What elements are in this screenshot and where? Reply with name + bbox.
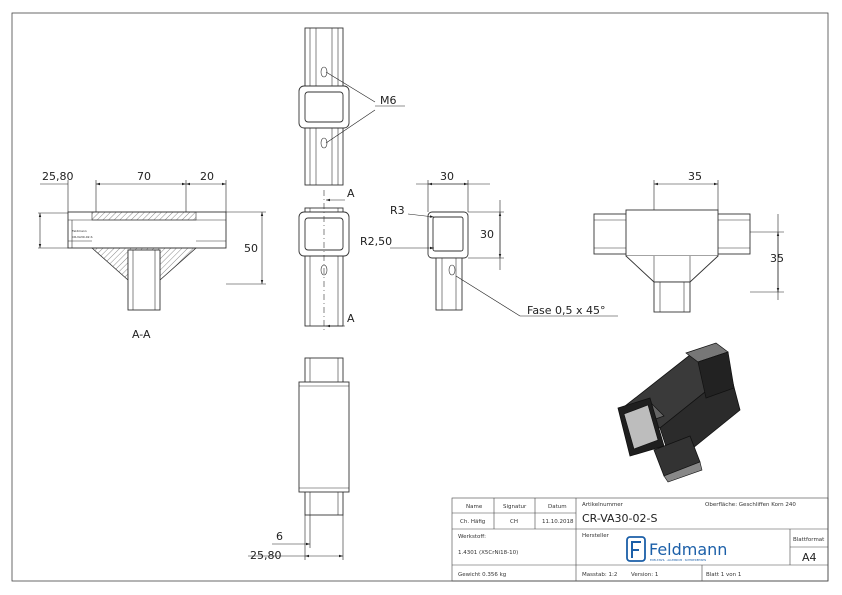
label-fase: Fase 0,5 x 45°	[527, 304, 606, 317]
section-label: A-A	[132, 328, 151, 341]
title-block	[451, 497, 829, 582]
section-marker-bottom: A	[347, 312, 355, 325]
tb-blattformat: A4	[802, 551, 817, 564]
top-view	[298, 27, 350, 186]
label-r3: R3	[390, 204, 405, 217]
dim-r35h: 35	[770, 252, 784, 265]
tb-massstab: Masstab: 1:2	[582, 572, 617, 578]
dim-bottom-2580: 25,80	[250, 549, 282, 562]
tb-article-number: CR-VA30-02-S	[582, 512, 657, 525]
tb-artikel-label: Artikelnummer	[582, 502, 624, 508]
sheet-border	[11, 12, 829, 582]
label-r250: R2,50	[360, 235, 392, 248]
dim-left-20: 20	[200, 170, 214, 183]
end-view-dimensions	[390, 180, 618, 317]
tb-surface: Oberfläche: Geschliffen Korn 240	[705, 502, 796, 508]
brand-logo: Feldmann EDELSTAHL · ALUMINIUM · SCHMIED…	[626, 536, 727, 562]
section-marker-top: A	[347, 187, 355, 200]
tb-signature-header: Signatur	[503, 504, 527, 510]
tb-drawn-signature: CH	[510, 519, 518, 525]
tb-werkstoff: 1.4301 (X5CrNi18-10)	[458, 550, 518, 556]
tb-brand: Feldmann	[649, 540, 727, 559]
tb-date-header: Datum	[548, 504, 567, 510]
m6-leaders	[325, 71, 405, 144]
tb-werkstoff-label: Werkstoff:	[458, 534, 486, 540]
tb-name-header: Name	[466, 504, 483, 510]
tb-hersteller-label: Hersteller	[582, 533, 610, 539]
dim-left-50: 50	[244, 242, 258, 255]
dim-r35w: 35	[688, 170, 702, 183]
label-m6: M6	[380, 94, 397, 107]
isometric-view	[617, 342, 741, 483]
tb-gewicht: Gewicht 0.356 kg	[458, 572, 506, 578]
dim-left-total: 25,80	[42, 170, 74, 183]
tb-drawn-date: 11.10.2018	[542, 519, 574, 525]
side-view-dimensions	[653, 180, 784, 300]
tb-blattformat-label: Blattformat	[793, 537, 825, 543]
section-dimensions	[38, 180, 266, 285]
front-view	[298, 190, 350, 332]
tb-drawn-name: Ch. Häfig	[460, 519, 485, 525]
section-view-aa: Feldmann CR-VA30-02-S	[67, 211, 227, 311]
tb-brand-tagline: EDELSTAHL · ALUMINIUM · SCHMIEDEEISEN	[650, 558, 706, 562]
dim-h30: 30	[480, 228, 494, 241]
dim-left-70: 70	[137, 170, 151, 183]
side-view-bottom	[248, 357, 350, 560]
dim-w30: 30	[440, 170, 454, 183]
side-view-right	[593, 209, 751, 313]
svg-text:CR-VA30-02-S: CR-VA30-02-S	[72, 235, 93, 239]
dim-bottom-6: 6	[276, 530, 283, 543]
svg-text:Feldmann: Feldmann	[72, 229, 87, 233]
tb-version: Version: 1	[631, 572, 658, 578]
end-view	[427, 211, 469, 311]
tb-blatt: Blatt 1 von 1	[706, 572, 741, 578]
